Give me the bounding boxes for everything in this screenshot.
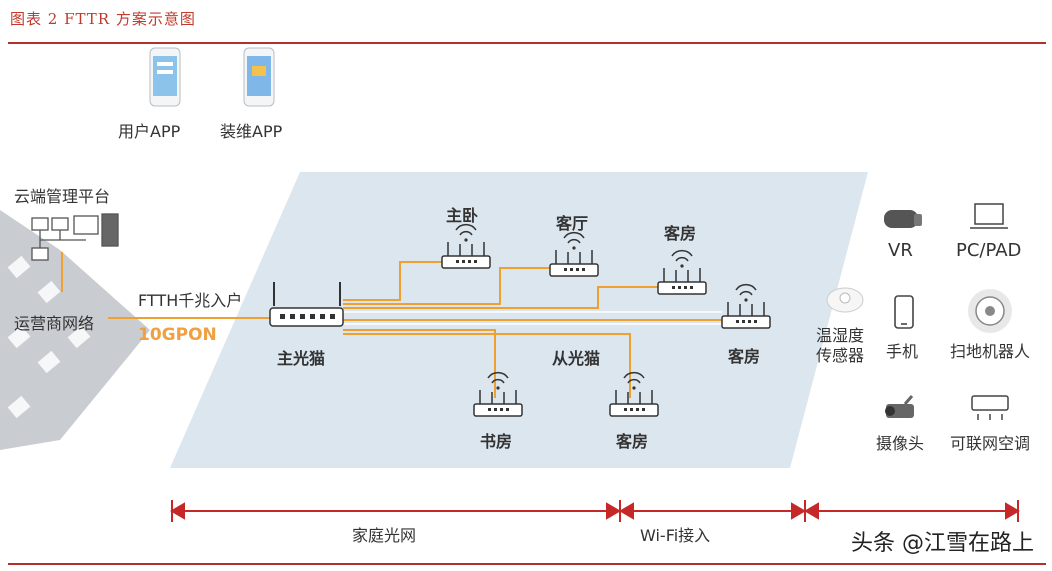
laptop-icon <box>970 203 1008 229</box>
home-network-range-label: 家庭光网 <box>352 526 417 545</box>
watermark: 头条 @江雪在路上 <box>851 531 1034 556</box>
sensor-label-line1: 温湿度 <box>816 326 865 345</box>
operator-network-label: 运营商网络 <box>14 314 95 333</box>
maint-app-phone-icon <box>243 47 275 107</box>
sensor-icon <box>826 287 864 313</box>
main-ont-icon <box>269 282 344 327</box>
room-label-study: 书房 <box>480 432 513 451</box>
maint-app-label: 装维APP <box>220 122 283 141</box>
router-study-icon <box>473 371 523 417</box>
room-label-guest-room-3: 客房 <box>616 432 649 451</box>
camera-label: 摄像头 <box>876 434 925 453</box>
router-master-bedroom-icon <box>441 223 491 269</box>
router-living-room-icon <box>549 231 599 277</box>
robot-vacuum-icon <box>968 289 1012 333</box>
room-label-guest-room-1: 客房 <box>664 224 697 243</box>
phone-icon <box>894 295 914 329</box>
user-app-label: 用户APP <box>118 122 181 141</box>
figure-title: 图表 2 FTTR 方案示意图 <box>10 10 196 28</box>
router-guest-room-3-icon <box>609 371 659 417</box>
ethernet-lines <box>343 311 722 325</box>
top-rule <box>8 42 1046 44</box>
range-arrows <box>170 500 1020 522</box>
robot-vacuum-label: 扫地机器人 <box>950 342 1031 361</box>
room-label-living-room: 客厅 <box>556 214 589 233</box>
router-guest-room-1-icon <box>657 249 707 295</box>
bottom-rule <box>8 563 1046 565</box>
vr-label: VR <box>888 240 913 261</box>
air-conditioner-label: 可联网空调 <box>950 434 1031 453</box>
pc-pad-label: PC/PAD <box>956 240 1022 261</box>
air-conditioner-icon <box>971 395 1009 420</box>
sensor-label-line2: 传感器 <box>816 346 865 365</box>
phone-label: 手机 <box>886 342 919 361</box>
cloud-platform-label: 云端管理平台 <box>14 187 111 206</box>
router-guest-room-2-icon <box>721 283 771 329</box>
room-label-guest-room-2: 客房 <box>728 347 761 366</box>
room-label-master-bedroom: 主卧 <box>446 206 479 225</box>
ftth-label: FTTH千兆入户 <box>138 291 243 310</box>
sub-ont-label: 从光猫 <box>552 349 601 368</box>
pon-label: 10GPON <box>138 325 217 345</box>
camera-icon <box>885 395 914 418</box>
main-ont-label: 主光猫 <box>277 349 326 368</box>
cloud-platform-server-icon <box>31 213 119 261</box>
user-app-phone-icon <box>149 47 181 107</box>
operator-building-shape <box>0 210 150 450</box>
fiber-lines <box>61 252 722 398</box>
wifi-access-range-label: Wi-Fi接入 <box>640 526 711 545</box>
vr-headset-icon <box>884 210 922 228</box>
